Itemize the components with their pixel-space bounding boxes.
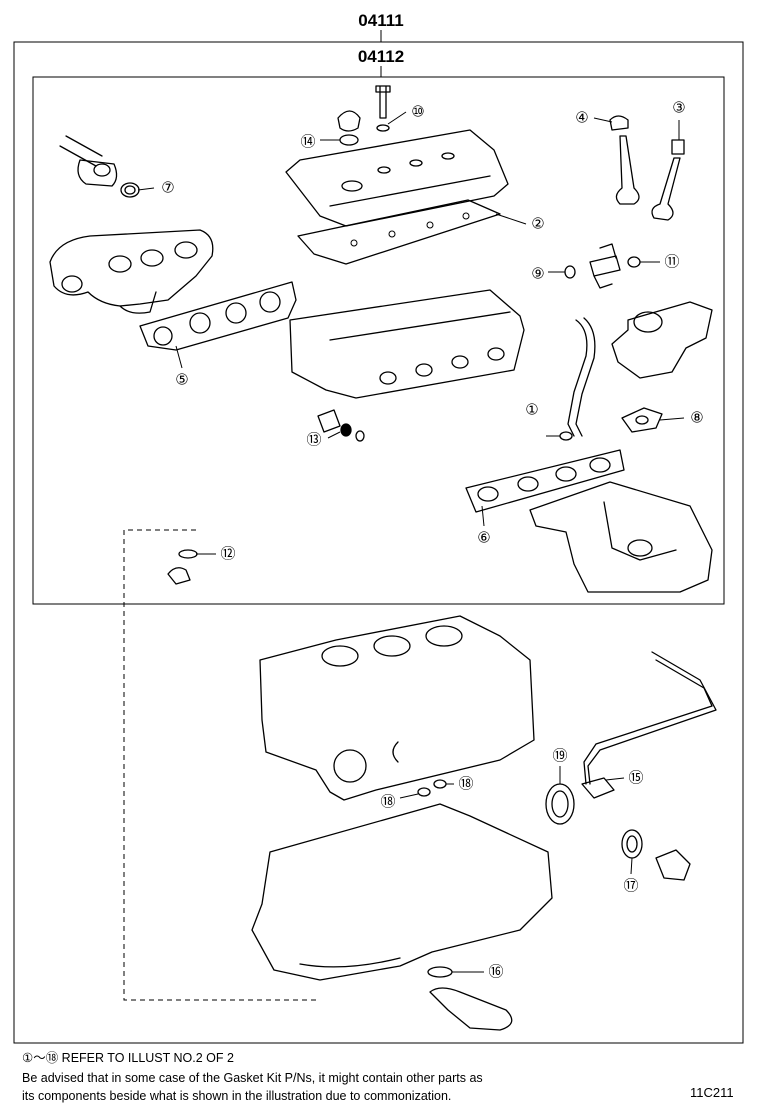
callout-12: ⑫ (220, 546, 235, 563)
callout-19: ⑲ (552, 748, 567, 765)
oil-pan-drawing (251, 803, 553, 981)
callout-10: ⑩ (411, 104, 424, 121)
inner-kit-frame (32, 76, 725, 605)
leader-lines (137, 111, 685, 973)
callout-15: ⑮ (628, 770, 643, 787)
advisory-note-line-2: its components beside what is shown in t… (22, 1089, 452, 1103)
callout-4: ④ (575, 110, 588, 127)
callout-9: ⑨ (531, 266, 544, 283)
fittings-drawing (564, 243, 641, 289)
outer-kit-frame (13, 41, 744, 1044)
valve-stem-seal-drawing (317, 409, 365, 442)
water-outlet-drawing (611, 301, 713, 433)
advisory-note-line-1: Be advised that in some case of the Gask… (22, 1071, 483, 1085)
callout-5: ⑤ (175, 372, 188, 389)
head-cover-gasket-drawing (297, 199, 501, 265)
callout-18-right: ⑱ (458, 776, 473, 793)
intake-manifold-gasket-drawing (465, 449, 625, 513)
dipstick-guide-drawing (559, 317, 596, 441)
bolt-and-washer-drawing (337, 85, 391, 146)
callout-1: ① (525, 402, 538, 419)
inner-assembly-code: 04112 (358, 47, 404, 66)
valves-drawing (609, 115, 685, 221)
o-ring-left (417, 787, 431, 797)
callout-6: ⑥ (477, 530, 490, 547)
reference-dashed-line (123, 529, 320, 1001)
water-inlet-drawing (167, 549, 198, 585)
callout-17: ⑰ (623, 878, 638, 895)
outer-assembly-code: 04111 (358, 11, 403, 30)
callout-11: ⑪ (664, 254, 679, 271)
exhaust-manifold-drawing (49, 229, 214, 314)
callouts: ① ② ③ ④ ⑤ ⑥ ⑦ ⑧ ⑨ ⑩ ⑪ ⑫ ⑬ ⑭ ⑮ ⑯ ⑰ ⑱ ⑱ ⑲ (161, 100, 703, 981)
callout-2: ② (531, 216, 544, 233)
o-ring-right (433, 779, 447, 789)
exhaust-pipe-drawing (59, 135, 140, 198)
exhaust-manifold-gasket-drawing (139, 281, 297, 351)
callout-13: ⑬ (306, 432, 321, 449)
cylinder-head-cover-drawing (285, 129, 509, 227)
oil-strainer-drawing (427, 651, 717, 1031)
cylinder-head-drawing (289, 289, 525, 399)
callout-16: ⑯ (488, 964, 503, 981)
callout-3: ③ (672, 100, 685, 117)
crankshaft-seals-drawing (545, 783, 691, 881)
callout-14: ⑭ (300, 134, 315, 151)
callout-8: ⑧ (690, 410, 703, 427)
drawing-code: 11C211 (690, 1085, 734, 1100)
callout-18-left: ⑱ (380, 794, 395, 811)
reference-note: ①～⑱ REFER TO ILLUST NO.2 OF 2 (22, 1051, 234, 1065)
cylinder-block-drawing (259, 615, 535, 801)
intake-manifold-drawing (529, 481, 713, 593)
callout-7: ⑦ (161, 180, 174, 197)
